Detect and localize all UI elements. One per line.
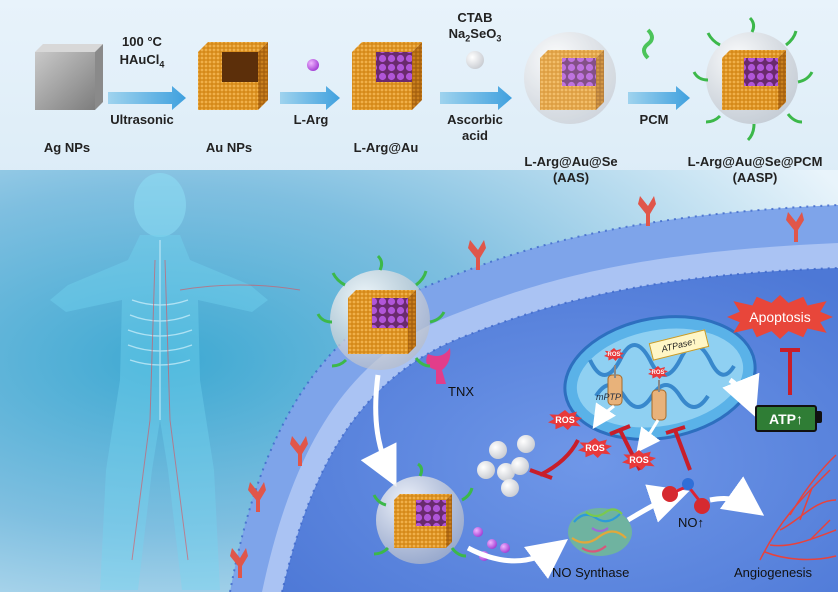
ros-burst-2: ROS [578, 438, 612, 458]
ros-burst-1: ROS [548, 410, 582, 430]
l-arg-au-cube [352, 42, 422, 110]
label-l-arg-au: L-Arg@Au [353, 140, 419, 155]
no-molecule [662, 478, 710, 514]
label-tnx: TNX [448, 384, 474, 399]
human-body-figure [50, 173, 301, 590]
label-acid: acid [461, 128, 488, 143]
label-no: NO↑ [678, 515, 704, 530]
label-haucl4: HAuCl4 [119, 52, 165, 70]
label-mptp: mPTP [596, 392, 622, 402]
label-ascorbic: Ascorbic [447, 112, 503, 127]
receptors [230, 196, 804, 578]
label-l-arg-reagent: L-Arg [293, 112, 329, 127]
no-synthase-protein [568, 508, 632, 556]
label-ag-nps: Ag NPs [43, 140, 91, 155]
label-aas-name: L-Arg@Au@Se [524, 154, 618, 169]
ag-cube [35, 44, 103, 110]
aasp-internalized [372, 462, 474, 564]
aas-particle [524, 32, 616, 124]
label-ultrasonic: Ultrasonic [110, 112, 174, 127]
aasp-at-membrane [316, 254, 446, 370]
ros-burst-3: ROS [622, 450, 656, 470]
ros-burst-mito-2: ROS [648, 366, 668, 379]
aasp-particle [692, 16, 814, 142]
label-no-synthase: NO Synthase [552, 565, 630, 580]
label-aasp-name: L-Arg@Au@Se@PCM [687, 154, 823, 169]
mptp-channels [607, 365, 667, 421]
label-au-nps: Au NPs [205, 140, 253, 155]
label-na2seo3: Na2SeO3 [448, 26, 502, 44]
inhibition-arrows [529, 348, 800, 480]
au-cube [198, 42, 268, 110]
label-angiogenesis: Angiogenesis [734, 565, 813, 580]
ros-burst-mito-1: ROS [604, 348, 624, 361]
label-aas-abbr: (AAS) [552, 170, 590, 185]
atp-battery-cap [816, 411, 822, 423]
label-pcm: PCM [639, 112, 669, 127]
angiogenesis-vessels [759, 454, 837, 561]
se-particles [477, 435, 535, 497]
label-temperature: 100 °C [122, 34, 162, 49]
label-aasp-abbr: (AASP) [732, 170, 778, 185]
label-ctab: CTAB [457, 10, 493, 25]
tnx-receptor [426, 348, 451, 384]
atp-battery: ATP↑ [755, 405, 817, 432]
